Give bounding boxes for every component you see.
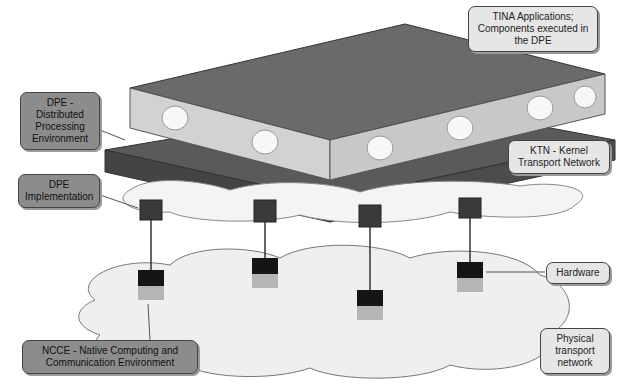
leader-lines — [100, 130, 545, 340]
callout-text: Physical transport network — [547, 333, 603, 369]
hardware-callout: Hardware — [546, 262, 610, 284]
ktn-cloud — [123, 181, 583, 223]
implementation-callout: DPE Implementation — [18, 174, 100, 208]
ncce-callout: NCCE - Native Computing and Communicatio… — [22, 340, 198, 374]
callout-text: Hardware — [553, 267, 603, 279]
callout-text: NCCE - Native Computing and Communicatio… — [29, 345, 191, 369]
hardware-cubes — [138, 258, 483, 320]
callout-text: TINA Applications; Components executed i… — [475, 11, 591, 47]
ktn-callout: KTN - Kernel Transport Network — [508, 140, 610, 174]
callout-text: KTN - Kernel Transport Network — [515, 145, 603, 169]
callout-text: DPE Implementation — [25, 179, 93, 203]
dpe-callout: DPE - Distributed Processing Environment — [20, 92, 100, 150]
connection-legs — [151, 218, 470, 290]
application-callout: TINA Applications; Components executed i… — [468, 6, 598, 52]
network-callout: Physical transport network — [540, 328, 610, 374]
callout-text: DPE - Distributed Processing Environment — [27, 97, 93, 145]
